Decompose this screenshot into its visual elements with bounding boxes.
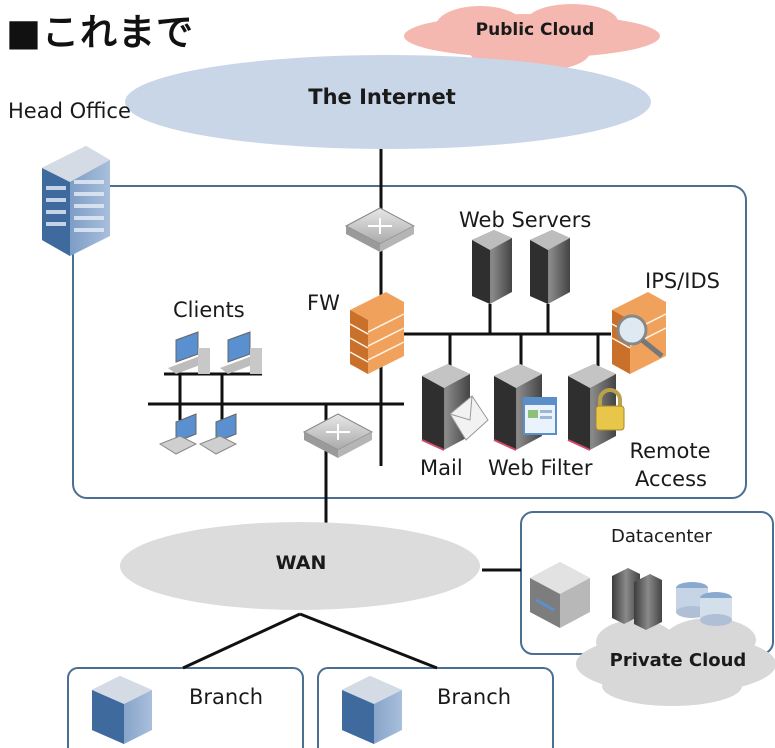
mail-server-icon	[421, 364, 470, 451]
wan-cloud-label: WAN	[275, 552, 327, 574]
head-office-building-icon	[42, 146, 110, 256]
fw-label: FW	[307, 291, 340, 315]
head-office-label: Head Office	[8, 99, 131, 123]
web-servers-label: Web Servers	[459, 208, 592, 232]
branch-right-label: Branch	[437, 685, 512, 709]
remote-access-label-line2: Access	[635, 467, 707, 491]
envelope-icon	[449, 395, 489, 441]
public-cloud-label: Public Cloud	[475, 20, 595, 40]
branch-left-label: Branch	[189, 685, 264, 709]
internet-cloud-label: The Internet	[308, 85, 456, 109]
web-server-icon-1	[472, 230, 512, 304]
client-pc-icon-2	[220, 331, 262, 374]
padlock-icon	[595, 388, 625, 431]
datacenter-server-rack-icon	[612, 568, 662, 630]
firewall-icon	[349, 292, 405, 374]
clients-label: Clients	[173, 298, 245, 322]
browser-window-icon	[523, 397, 557, 435]
client-laptop-icon-1	[158, 413, 198, 455]
web-server-icon-2	[530, 230, 570, 304]
mail-label: Mail	[420, 456, 463, 480]
head-office-frame	[72, 185, 747, 499]
public-cloud-shape	[404, 4, 660, 72]
ips-ids-label: IPS/IDS	[645, 269, 720, 293]
ips-ids-icon	[611, 292, 667, 374]
wan-cloud-shape	[120, 522, 480, 610]
web-filter-label: Web Filter	[488, 456, 593, 480]
private-cloud-label: Private Cloud	[609, 650, 747, 671]
wan-router-icon	[302, 413, 374, 458]
datacenter-label: Datacenter	[611, 526, 712, 547]
branch-right-building-icon	[342, 676, 402, 744]
private-cloud-shape	[576, 618, 775, 706]
internet-router-icon	[344, 207, 416, 252]
datacenter-storage-icon	[530, 562, 590, 628]
page-heading: ■これまで	[6, 11, 194, 54]
internet-cloud-shape	[125, 55, 651, 149]
datacenter-database-icon	[676, 582, 732, 626]
client-pc-icon-1	[168, 331, 210, 374]
branch-left-building-icon	[92, 676, 152, 744]
client-laptop-icon-2	[198, 413, 238, 455]
remote-access-label-line1: Remote	[629, 439, 711, 463]
